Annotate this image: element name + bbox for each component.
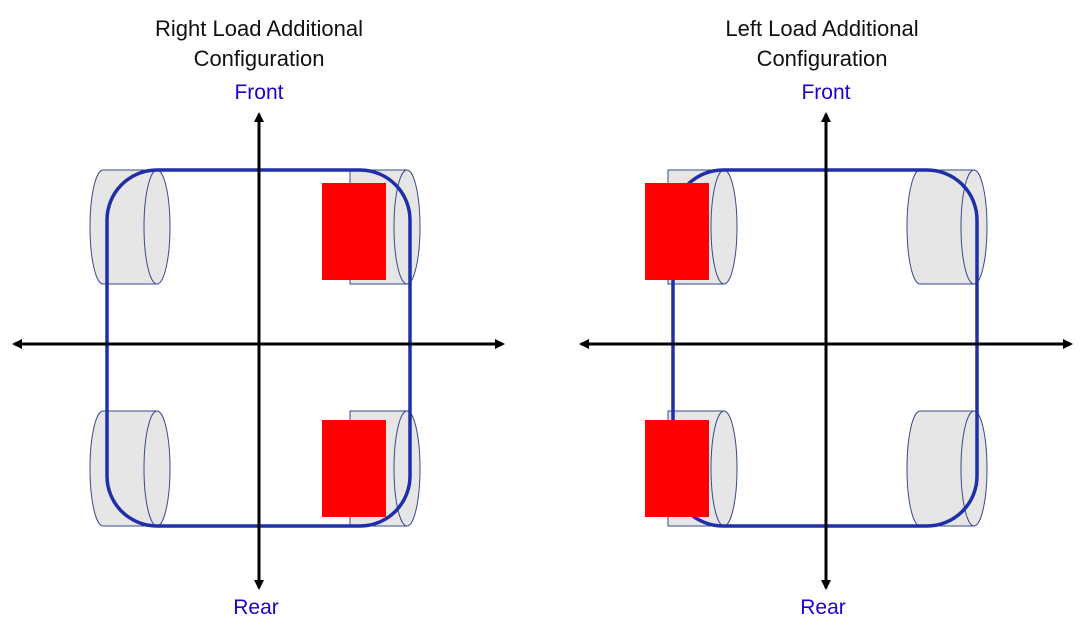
wheel-rear-right	[906, 410, 988, 527]
diagram-title-line2: Configuration	[757, 46, 888, 71]
rear-label: Rear	[800, 596, 846, 619]
wheel-front-left	[89, 169, 171, 285]
front-label: Front	[234, 81, 283, 104]
wheel-rear-left	[89, 410, 171, 527]
right-load-diagram: Right Load Additional Configuration Fron…	[12, 16, 505, 619]
load-block-rear	[645, 420, 709, 517]
diagram-title-line2: Configuration	[194, 46, 325, 71]
load-block-front	[322, 183, 386, 280]
front-label: Front	[801, 81, 850, 104]
wheel-front-right	[906, 169, 988, 285]
diagram-title-line1: Right Load Additional	[155, 16, 363, 41]
left-load-diagram: Left Load Additional Configuration Front…	[579, 16, 1073, 619]
diagram-title-line1: Left Load Additional	[725, 16, 918, 41]
load-block-front	[645, 183, 709, 280]
load-block-rear	[322, 420, 386, 517]
rear-label: Rear	[233, 596, 279, 619]
